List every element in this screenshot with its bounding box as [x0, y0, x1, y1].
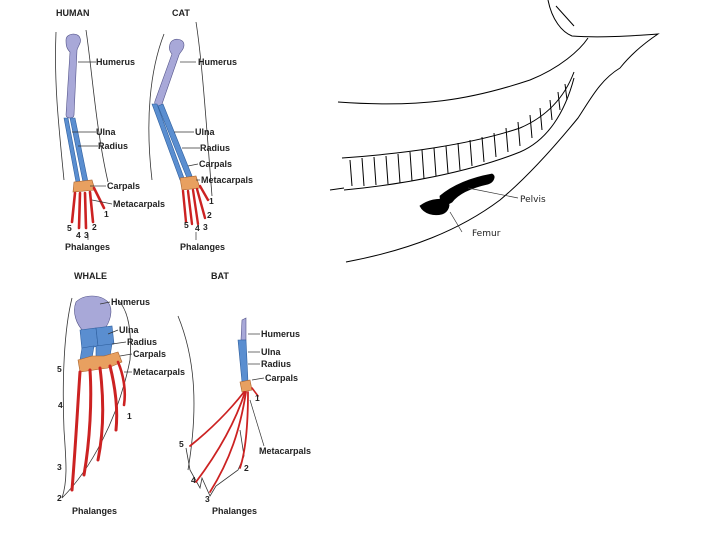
cat-title: CAT [172, 8, 190, 18]
bat-carpals [239, 379, 253, 393]
cat-metacarpals-phalanges [181, 184, 210, 226]
whale-title: WHALE [74, 271, 107, 281]
whale-carpals-label: Carpals [133, 349, 166, 359]
whale-carpals [77, 351, 123, 373]
human-metacarpals-phalanges [70, 186, 106, 230]
pelvis-label: Pelvis [520, 195, 546, 205]
bat-wing-membrane-outline [177, 315, 245, 497]
bat-radius-label: Radius [261, 359, 291, 369]
whale-metacarpals-phalanges [70, 360, 127, 492]
femur-leader-line [449, 211, 463, 233]
bat-digit-2: 2 [244, 463, 249, 473]
cat-digit-4: 4 [195, 223, 200, 233]
whale-humerus-bone [74, 295, 112, 333]
cat-digit-2: 2 [207, 210, 212, 220]
bat-digit-3: 3 [205, 494, 210, 504]
cat-carpals-label: Carpals [199, 159, 232, 169]
human-phalanges-label: Phalanges [65, 242, 110, 252]
whale-humerus-label: Humerus [111, 297, 150, 307]
human-digit-4: 4 [76, 230, 81, 240]
whale-leader-lines [99, 301, 133, 373]
human-digit-1: 1 [104, 209, 109, 219]
whale-digit-2: 2 [57, 493, 62, 503]
whale-phalanges-label: Phalanges [72, 506, 117, 516]
human-ulna-label: Ulna [96, 127, 116, 137]
cat-digit-1: 1 [209, 196, 214, 206]
human-arm-outline [55, 29, 109, 183]
cat-digit-3: 3 [203, 222, 208, 232]
human-leader-lines [72, 61, 113, 240]
whale-digit-5: 5 [57, 364, 62, 374]
cat-metacarpals-label: Metacarpals [201, 175, 253, 185]
human-radius-label: Radius [98, 141, 128, 151]
bat-humerus-label: Humerus [261, 329, 300, 339]
cat-leader-lines [174, 61, 200, 240]
whale-limb-panel: WHALE Humerus Ulna Radius Carpals Met [57, 271, 185, 516]
cat-limb-panel: CAT Humerus Ulna Radius Carpals Metacar [148, 8, 253, 252]
cat-phalanges-label: Phalanges [180, 242, 225, 252]
whale-body-outline [337, 0, 660, 263]
femur-label: Femur [472, 229, 501, 239]
bat-humerus-bone [240, 317, 247, 341]
bat-phalanges-label: Phalanges [212, 506, 257, 516]
human-digit-3: 3 [84, 230, 89, 240]
whale-metacarpals-label: Metacarpals [133, 367, 185, 377]
bat-leader-lines [248, 333, 265, 447]
bat-title: BAT [211, 271, 229, 281]
cat-ulna-bone [151, 103, 185, 181]
whale-digit-1: 1 [127, 411, 132, 421]
bat-metacarpals-label: Metacarpals [259, 446, 311, 456]
whale-radius-label: Radius [127, 337, 157, 347]
whale-flipper-outline [61, 297, 131, 499]
human-humerus-label: Humerus [96, 57, 135, 67]
bat-metacarpals-phalanges [189, 387, 259, 493]
human-metacarpals-label: Metacarpals [113, 199, 165, 209]
bat-ulna-radius-bone [237, 339, 249, 383]
cat-ulna-label: Ulna [195, 127, 215, 137]
whale-vertebral-column [329, 71, 575, 191]
bat-carpals-label: Carpals [265, 373, 298, 383]
cat-digit-5: 5 [184, 220, 189, 230]
whale-skeleton-drawing: Pelvis Femur [329, 0, 660, 263]
bat-ulna-label: Ulna [261, 347, 281, 357]
human-carpals-label: Carpals [107, 181, 140, 191]
whale-femur-bone [419, 198, 450, 216]
human-digit-2: 2 [92, 222, 97, 232]
cat-leg-outline [148, 21, 213, 197]
bat-digit-5: 5 [179, 439, 184, 449]
pelvis-leader-line [467, 187, 519, 199]
whale-ulna-label: Ulna [119, 325, 139, 335]
cat-radius-bone [157, 103, 193, 179]
cat-humerus-label: Humerus [198, 57, 237, 67]
bat-digit-1: 1 [255, 393, 260, 403]
human-title: HUMAN [56, 8, 90, 18]
human-humerus-bone [65, 33, 81, 119]
bat-limb-panel: BAT Humerus Ulna Radius Carpals Metacarp… [177, 271, 311, 516]
human-digit-5: 5 [67, 223, 72, 233]
cat-humerus-bone [154, 38, 185, 107]
bat-digit-4: 4 [191, 475, 196, 485]
whale-pelvis-bone [439, 173, 495, 205]
whale-digit-4: 4 [58, 400, 63, 410]
human-limb-panel: HUMAN Humerus Ulna Radius Carpals Metac [55, 8, 165, 252]
cat-radius-label: Radius [200, 143, 230, 153]
whale-digit-3: 3 [57, 462, 62, 472]
